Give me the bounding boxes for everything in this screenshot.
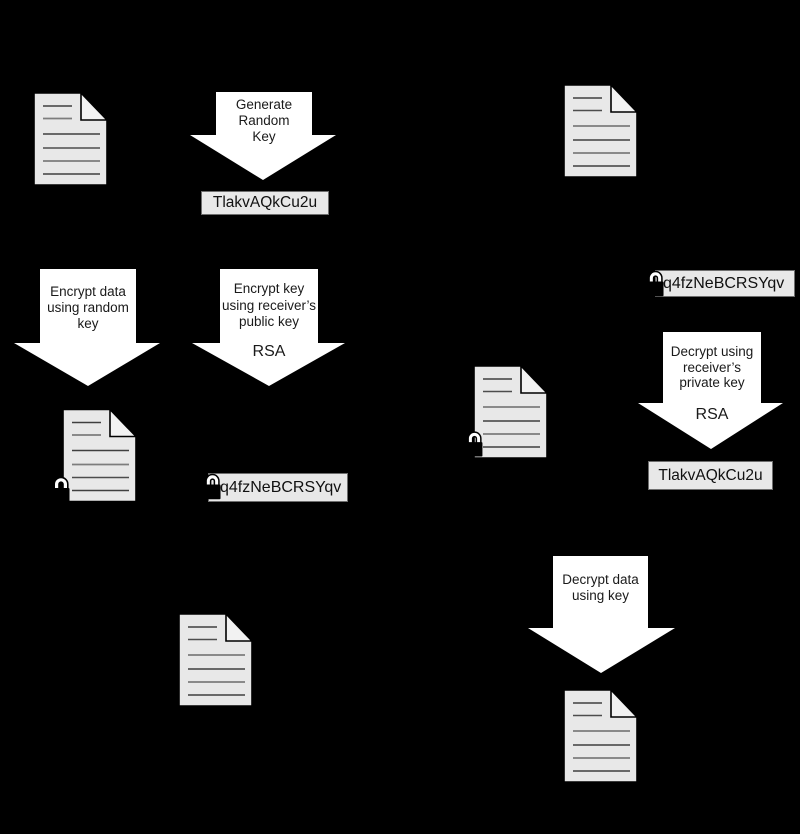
decrypt-key-label: Decrypt using receiver’s private key	[663, 344, 761, 391]
document-icon	[563, 688, 639, 783]
document-icon	[33, 91, 109, 186]
document-icon	[62, 407, 138, 503]
label-line: using random	[47, 300, 129, 315]
padlock-icon	[647, 268, 664, 302]
decrypt-data-arrow: Decrypt data using key	[528, 556, 675, 673]
document-icon	[178, 612, 254, 707]
document-icon	[473, 364, 549, 459]
padlock-icon	[52, 474, 70, 509]
rsa-algorithm-label: RSA	[695, 406, 729, 423]
label-line: key	[77, 316, 99, 331]
label-line: public key	[238, 314, 300, 329]
down-arrow-icon	[638, 332, 783, 449]
encrypted-key-value: q4fzNeBCRSYqv	[220, 478, 342, 496]
label-line: private key	[679, 375, 745, 390]
combined-message-document	[178, 612, 254, 707]
padlock-icon	[204, 470, 221, 506]
received-message-document	[563, 83, 639, 178]
generate-key-label: Generate Random Key	[216, 97, 312, 145]
generate-key-arrow: Generate Random Key	[190, 92, 336, 180]
label-line: Decrypt data	[562, 572, 639, 587]
decrypted-key-box: TlakvAQkCu2u	[648, 461, 773, 490]
decrypt-key-arrow: Decrypt using receiver’s private key RSA	[638, 332, 783, 449]
padlock-icon	[466, 429, 483, 462]
down-arrow-icon	[192, 269, 345, 386]
decrypted-document-receiver	[563, 688, 639, 783]
encrypt-key-label: Encrypt key using receiver’s public key	[220, 281, 318, 331]
label-line: receiver’s	[682, 359, 742, 375]
encrypt-key-arrow: Encrypt key using receiver’s public key …	[192, 269, 345, 386]
decrypted-key-value: TlakvAQkCu2u	[658, 466, 763, 484]
encrypted-key-box-sender: q4fzNeBCRSYqv	[208, 473, 348, 502]
encrypted-document-sender	[62, 407, 138, 503]
random-key-value: TlakvAQkCu2u	[212, 194, 318, 211]
document-icon	[563, 83, 639, 178]
encrypt-data-arrow: Encrypt data using random key	[14, 269, 160, 386]
random-key-box: TlakvAQkCu2u	[201, 191, 329, 215]
label-line: Key	[252, 129, 276, 144]
label-line: Decrypt using	[670, 344, 754, 359]
down-arrow-icon	[14, 269, 160, 386]
encrypted-key-box-receiver: q4fzNeBCRSYqv	[655, 270, 795, 297]
down-arrow-icon	[190, 92, 336, 180]
down-arrow-icon	[528, 556, 675, 673]
decrypt-data-label: Decrypt data using key	[553, 572, 648, 604]
label-line: using key	[571, 588, 630, 603]
encrypt-data-label: Encrypt data using random key	[40, 284, 136, 332]
label-line: Encrypt data	[50, 284, 126, 299]
label-line: Random	[238, 113, 290, 128]
plaintext-document-sender	[33, 91, 109, 186]
encrypted-document-receiver	[473, 364, 549, 459]
rsa-algorithm-label: RSA	[252, 343, 286, 360]
encrypted-key-value: q4fzNeBCRSYqv	[663, 274, 785, 292]
label-line: using receiver’s	[221, 297, 317, 313]
label-line: Encrypt key	[233, 281, 305, 296]
label-line: Generate	[235, 97, 293, 112]
